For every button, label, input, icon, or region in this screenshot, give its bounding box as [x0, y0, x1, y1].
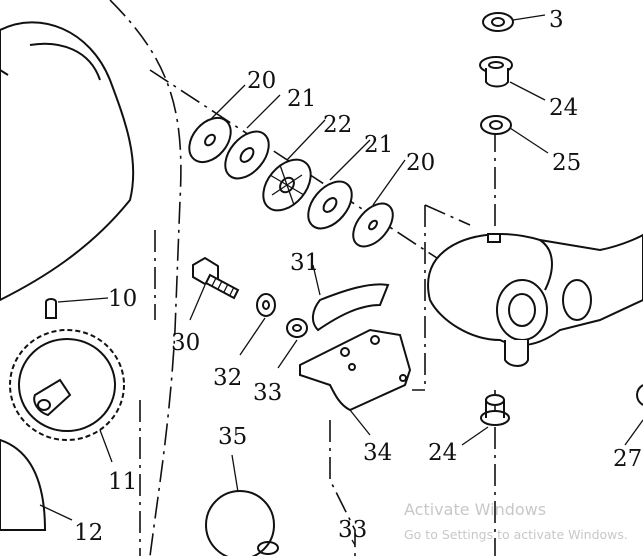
- label-21-left: 21: [287, 86, 316, 112]
- leader-lines: [39, 14, 643, 546]
- label-30: 30: [171, 330, 200, 356]
- washer-21b: [307, 180, 353, 230]
- part-12: [0, 438, 47, 531]
- assembly-line-washers: [149, 69, 441, 261]
- main-casting-part: [427, 233, 643, 367]
- activate-windows-subtitle: Go to Settings to activate Windows.: [404, 527, 628, 542]
- gear-11: [9, 329, 125, 441]
- label-20-left: 20: [247, 68, 276, 94]
- washer-21a: [224, 130, 270, 180]
- label-33-bottom: 33: [338, 517, 367, 543]
- label-25: 25: [552, 150, 581, 176]
- label-21-right: 21: [364, 132, 393, 158]
- label-34: 34: [363, 440, 392, 466]
- bushing-24-top: [479, 56, 513, 88]
- label-20-right: 20: [406, 150, 435, 176]
- housing-part: [0, 21, 135, 302]
- label-12: 12: [74, 520, 103, 546]
- label-10: 10: [108, 286, 137, 312]
- bracket-34: [299, 328, 412, 412]
- washer-25: [480, 115, 512, 135]
- label-31: 31: [290, 250, 319, 276]
- washer-22: [262, 158, 312, 212]
- label-35: 35: [218, 424, 247, 450]
- washer-33: [286, 318, 308, 338]
- label-24-top: 24: [549, 95, 578, 121]
- label-33: 33: [253, 380, 282, 406]
- pin-10: [45, 298, 57, 319]
- label-11: 11: [108, 469, 137, 495]
- washer-32: [256, 293, 276, 317]
- washer-20a: [188, 116, 232, 164]
- label-3: 3: [549, 7, 564, 33]
- ball-35: [205, 490, 279, 556]
- pad-31: [312, 283, 390, 332]
- label-27: 27: [613, 446, 642, 472]
- label-32: 32: [213, 365, 242, 391]
- assembly-line-bracket: [329, 204, 471, 556]
- activate-windows-title: Activate Windows: [404, 500, 547, 519]
- bushing-24-bottom: [480, 394, 510, 426]
- assembly-line-vertical-left: [139, 230, 156, 556]
- washer-3: [482, 12, 514, 32]
- washer-20b: [352, 202, 394, 248]
- screw-30: [192, 256, 240, 300]
- part-27: [636, 384, 643, 406]
- label-22: 22: [323, 112, 352, 138]
- label-24-bottom: 24: [428, 440, 457, 466]
